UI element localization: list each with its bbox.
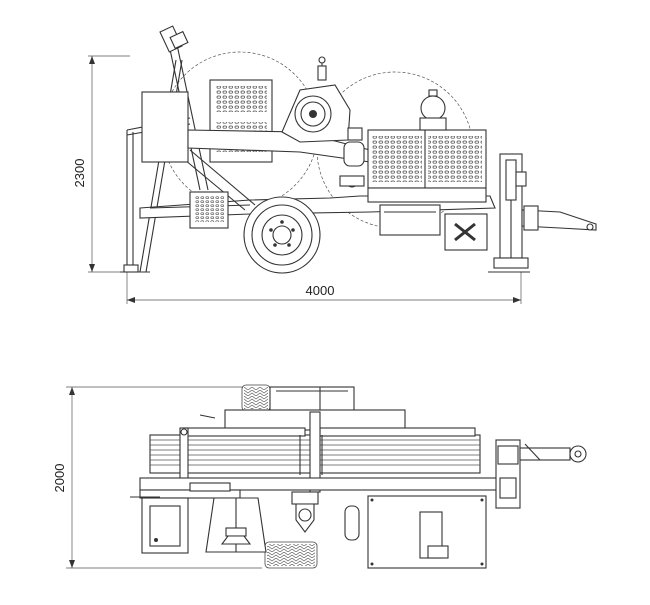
side-view: 2300 4000 (72, 25, 597, 304)
top-control-box (141, 497, 189, 554)
engine-cabinet (367, 129, 487, 203)
guide-arm (159, 25, 209, 191)
pump-unit (281, 56, 351, 143)
top-view-lower-tire (264, 541, 318, 569)
length-label: 4000 (306, 283, 335, 298)
top-engine-box (367, 495, 487, 569)
top-plate (224, 386, 406, 431)
height-dimension: 2300 (72, 55, 130, 273)
width-dimension: 2000 (52, 386, 262, 569)
center-drive (291, 491, 360, 541)
length-dimension: 4000 (126, 272, 522, 304)
drum-hub (205, 497, 267, 553)
height-label: 2300 (72, 159, 87, 188)
top-front-jack (495, 439, 521, 509)
air-filter (419, 89, 447, 131)
top-view-upper-tire (241, 384, 271, 412)
width-label: 2000 (52, 464, 67, 493)
side-wheel (243, 196, 321, 274)
tow-bar (521, 205, 597, 231)
lower-grille-panel (189, 191, 229, 229)
control-box (141, 91, 189, 163)
valve-elbow (339, 127, 365, 188)
top-view: 2000 (52, 384, 587, 569)
lower-box (379, 204, 488, 251)
front-jack-stand (488, 153, 530, 273)
top-tow-hitch (519, 443, 587, 463)
drum-bands (149, 411, 481, 493)
